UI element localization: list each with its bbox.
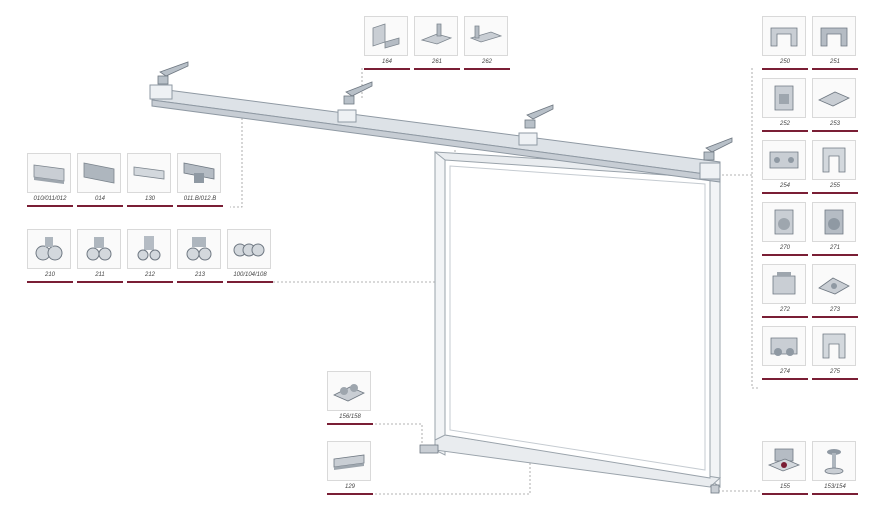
part-code: 252 (779, 121, 790, 127)
part-code: 211 (95, 272, 105, 278)
part-code: 130 (144, 196, 155, 202)
part-code: 129 (344, 484, 355, 490)
part-153-154[interactable]: 153/154 (812, 441, 858, 495)
part-code: 014 (94, 196, 105, 202)
part-code: 274 (779, 369, 790, 375)
wall-bracket-icon (420, 23, 453, 45)
trolley-icon (233, 243, 265, 257)
part-code: 155 (779, 484, 790, 490)
bracket-icon (822, 333, 846, 359)
part-code: 272 (779, 307, 790, 313)
part-100-104-108[interactable]: 100/104/108 (227, 229, 273, 283)
rail-wall-brackets (157, 61, 733, 161)
part-274[interactable]: 274 (762, 326, 808, 380)
part-code: 100/104/108 (233, 272, 267, 278)
trolley-icon (137, 236, 161, 261)
trolley-icon (86, 237, 112, 261)
part-252[interactable]: 252 (762, 78, 808, 132)
part-code: 212 (144, 272, 155, 278)
part-251[interactable]: 251 (812, 16, 858, 70)
bracket-icon (818, 91, 850, 107)
bracket-icon (818, 277, 850, 295)
part-014[interactable]: 014 (77, 153, 123, 207)
part-010-011-012[interactable]: 010/011/012 (27, 153, 73, 207)
part-code: 011.B/012.B (183, 196, 217, 202)
part-code: 254 (779, 183, 790, 189)
part-code: 156/158 (339, 414, 361, 420)
bracket-icon (770, 337, 798, 356)
part-code: 271 (829, 245, 840, 251)
stop-plate-icon (767, 448, 801, 472)
wall-bracket-icon (469, 25, 503, 43)
part-211[interactable]: 211 (77, 229, 123, 283)
part-156-158[interactable]: 156/158 (327, 371, 373, 425)
part-code: 251 (829, 59, 840, 65)
screw-stop-icon (824, 449, 844, 475)
bracket-icon (774, 209, 794, 235)
part-code: 153/154 (824, 484, 846, 490)
part-code: 253 (829, 121, 840, 127)
floor-guide-assembly (419, 444, 720, 494)
part-213[interactable]: 213 (177, 229, 223, 283)
trolley-icon (186, 237, 212, 261)
part-code: 250 (779, 59, 790, 65)
part-212[interactable]: 212 (127, 229, 173, 283)
part-011B-012B[interactable]: 011.B/012.B (177, 153, 223, 207)
bracket-icon (769, 151, 799, 169)
part-code: 210 (44, 272, 55, 278)
part-275[interactable]: 275 (812, 326, 858, 380)
part-129[interactable]: 129 (327, 441, 373, 495)
part-262[interactable]: 262 (464, 16, 510, 70)
part-code: 270 (779, 245, 790, 251)
floor-guide-icon (333, 384, 365, 402)
part-272[interactable]: 272 (762, 264, 808, 318)
part-250[interactable]: 250 (762, 16, 808, 70)
part-261[interactable]: 261 (414, 16, 460, 70)
part-254[interactable]: 254 (762, 140, 808, 194)
part-273[interactable]: 273 (812, 264, 858, 318)
wall-bracket-icon (372, 23, 400, 49)
trolley-icon (35, 237, 63, 261)
part-code: 255 (829, 183, 840, 189)
bracket-icon (770, 27, 798, 47)
bracket-icon (772, 272, 796, 295)
part-253[interactable]: 253 (812, 78, 858, 132)
part-255[interactable]: 255 (812, 140, 858, 194)
part-code: 010/011/012 (33, 196, 67, 202)
rail-profile-icon (33, 164, 65, 184)
bottom-rail-icon (333, 454, 365, 470)
rail-profile-icon (183, 162, 215, 183)
part-code: 213 (194, 272, 205, 278)
bracket-icon (820, 27, 848, 47)
bracket-icon (774, 85, 794, 111)
part-code: 275 (829, 369, 840, 375)
bracket-icon (824, 209, 844, 235)
part-164[interactable]: 164 (364, 16, 410, 70)
part-130[interactable]: 130 (127, 153, 173, 207)
part-code: 262 (481, 59, 492, 65)
rail-profile-icon (133, 166, 165, 180)
part-270[interactable]: 270 (762, 202, 808, 256)
part-271[interactable]: 271 (812, 202, 858, 256)
part-155[interactable]: 155 (762, 441, 808, 495)
part-code: 273 (829, 307, 840, 313)
top-rail (149, 84, 721, 183)
part-code: 261 (431, 59, 442, 65)
door-frame (434, 150, 722, 488)
bracket-icon (822, 147, 846, 173)
rail-profile-icon (83, 162, 115, 184)
part-code: 164 (381, 59, 392, 65)
part-210[interactable]: 210 (27, 229, 73, 283)
